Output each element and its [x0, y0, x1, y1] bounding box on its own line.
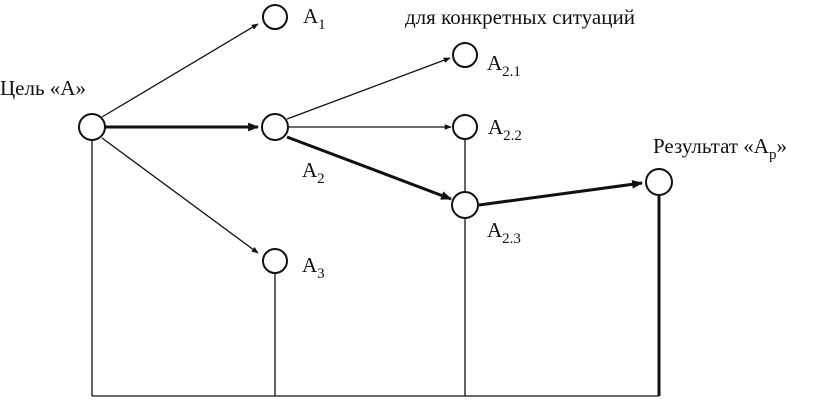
label-a1: A1 [303, 4, 326, 33]
edge-a23-to-result [478, 179, 644, 207]
edge-a2-to-a23 [286, 135, 453, 201]
node-goal [78, 113, 106, 141]
label-a3: A3 [302, 253, 325, 282]
node-a22 [452, 114, 478, 140]
label-goal: Цель «А» [0, 76, 86, 100]
label-situations: для конкретных ситуаций [405, 5, 635, 29]
node-a23 [451, 191, 479, 219]
edge-a2-to-a21 [286, 57, 451, 120]
node-result [645, 168, 673, 196]
label-result: Результат «Ар» [653, 134, 787, 163]
edge-goal-to-a1 [101, 23, 259, 118]
edge-goal-to-a3 [101, 137, 259, 254]
label-a21: A2.1 [487, 51, 521, 80]
node-a3 [262, 248, 288, 274]
label-a22: A2.2 [488, 115, 522, 144]
node-a2 [261, 113, 289, 141]
node-a21 [452, 42, 478, 68]
label-a2: A2 [302, 158, 325, 187]
node-a1 [262, 4, 288, 30]
label-a23: A2.3 [487, 218, 521, 247]
